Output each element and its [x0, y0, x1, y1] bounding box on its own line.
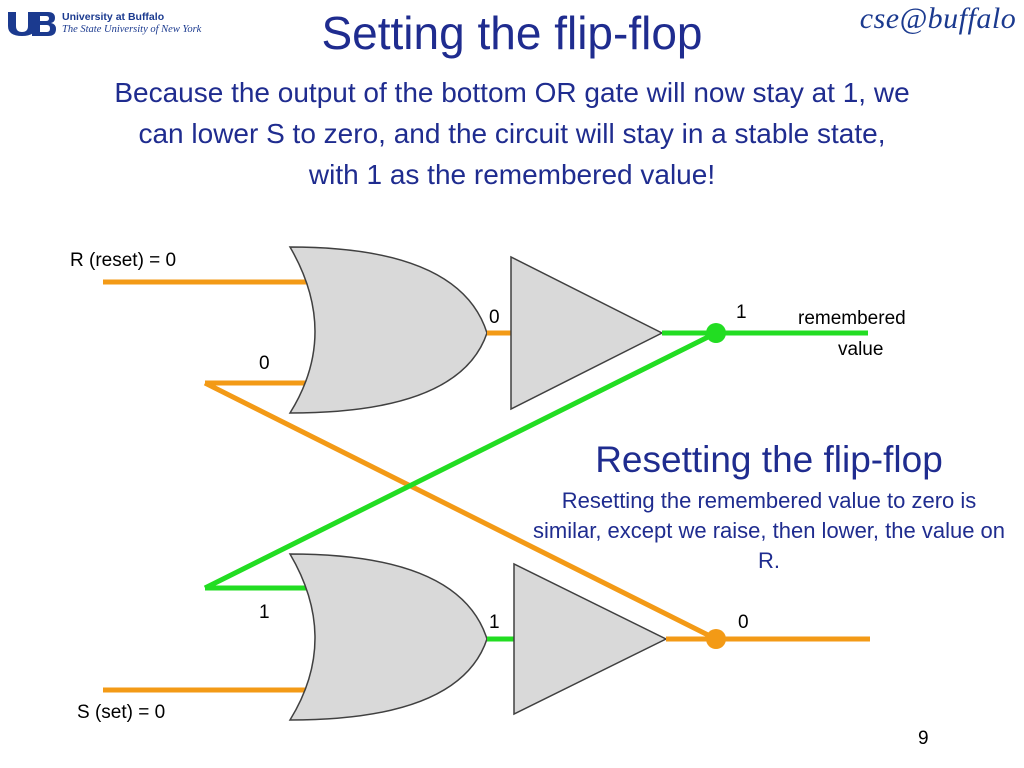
top-not-gate: [510, 255, 664, 411]
remembered-label-line1: remembered: [798, 308, 906, 329]
ub-subtitle: The State University of New York: [62, 24, 202, 35]
r-input-label: R (reset) = 0: [70, 250, 177, 271]
section-body: Resetting the remembered value to zero i…: [532, 488, 1006, 573]
bottom-output-junction: [706, 629, 726, 649]
bottom-or-gate: [288, 553, 488, 721]
cross-wire-reset-feedback: [203, 380, 718, 642]
bottom-output-value-label: 0: [738, 612, 749, 633]
remembered-label-line2: value: [838, 339, 884, 360]
top-output-value-label: 1: [736, 302, 747, 323]
section-title: Resetting the flip-flop: [595, 439, 943, 480]
ub-logo: University at Buffalo The State Universi…: [2, 8, 202, 42]
ub-logo-icon: [2, 10, 56, 36]
slide-title: Setting the flip-flop: [321, 7, 703, 59]
bottom-or-upper-input-label: 1: [259, 602, 270, 623]
top-or-output-label: 0: [489, 307, 500, 328]
page-number: 9: [918, 728, 929, 749]
top-or-gate: [288, 246, 488, 414]
bottom-not-gate: [513, 562, 668, 716]
s-input-label: S (set) = 0: [77, 702, 166, 723]
cse-buffalo-logo: cse@buffalo: [859, 2, 1017, 35]
top-output-junction: [706, 323, 726, 343]
slide-subtitle: Because the output of the bottom OR gate…: [114, 77, 910, 190]
cross-wire-set-feedback: [203, 330, 718, 591]
ub-name: University at Buffalo: [62, 11, 165, 23]
top-or-lower-input-label: 0: [259, 353, 270, 374]
bottom-or-output-label: 1: [489, 612, 500, 633]
